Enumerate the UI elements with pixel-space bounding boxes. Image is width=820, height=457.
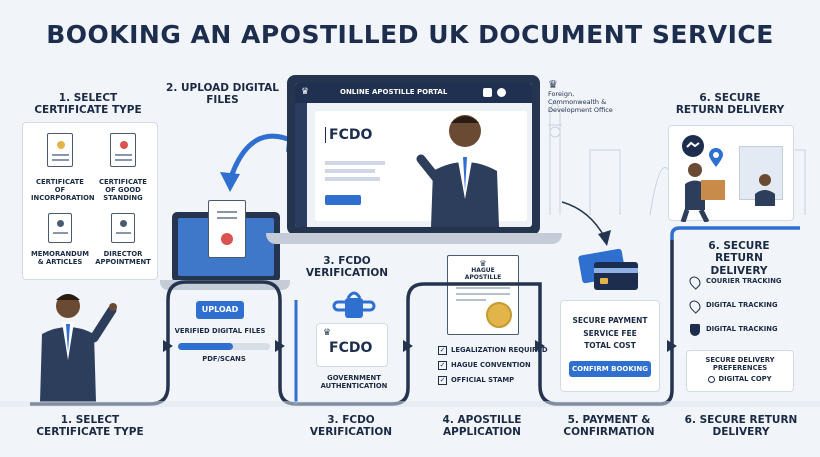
checklist-item: ✓ OFFICIAL STAMP xyxy=(438,375,515,385)
certificate-director[interactable]: DIRECTOR APPOINTMENT xyxy=(93,213,153,267)
crown-icon: ♛ xyxy=(301,87,310,97)
fcdo-verification-card: ♛ FCDO xyxy=(316,323,388,367)
step2-label: 2. UPLOAD DIGITAL FILES xyxy=(166,82,279,107)
delivery-preferences-card: SECURE DELIVERY PREFERENCES DIGITAL COPY xyxy=(686,350,794,392)
tracking-list: COURIER TRACKING DIGITAL TRACKING DIGITA… xyxy=(687,274,800,336)
fcdo-header: ♛ Foreign, Commonwealth & Development Of… xyxy=(548,78,618,115)
radio-icon xyxy=(708,376,716,384)
portal-laptop-base xyxy=(266,233,562,244)
certificate-incorporation[interactable]: CERTIFICATE OF INCORPORATION xyxy=(31,133,95,202)
hague-apostille-document: ♛ HAGUE APOSTILLE xyxy=(447,255,519,335)
shield-icon xyxy=(690,324,700,336)
tracking-item[interactable]: COURIER TRACKING xyxy=(687,274,800,290)
upload-button[interactable]: UPLOAD xyxy=(196,301,244,319)
presenter-person-illustration xyxy=(40,294,117,402)
delivery-scene xyxy=(668,125,794,222)
certificate-memorandum[interactable]: MEMORANDUM & ARTICLES xyxy=(31,213,89,267)
portal-title: ONLINE APOSTILLE PORTAL xyxy=(340,88,448,96)
handshake-icon xyxy=(682,135,704,157)
bottom-step5-label: 5. PAYMENT & CONFIRMATION xyxy=(563,414,655,439)
checkbox-icon: ✓ xyxy=(438,361,447,370)
bottom-step4-label: 4. APOSTILLE APPLICATION xyxy=(442,414,522,439)
verification-caption: GOVERNMENT AUTHENTICATION xyxy=(320,374,388,390)
portal-submit-button[interactable] xyxy=(325,195,361,205)
settings-icon[interactable] xyxy=(483,88,492,97)
user-avatar-icon[interactable] xyxy=(497,88,506,97)
payment-card: SECURE PAYMENT SERVICE FEE TOTAL COST CO… xyxy=(560,300,660,392)
tracking-item[interactable]: DIGITAL TRACKING xyxy=(690,324,800,336)
page-title: BOOKING AN APOSTILLED UK DOCUMENT SERVIC… xyxy=(46,20,774,49)
upload-progress-bar xyxy=(178,343,270,350)
portal-presenter-illustration xyxy=(416,115,499,227)
confirm-booking-button[interactable]: CONFIRM BOOKING xyxy=(569,360,651,377)
crest-icon: ♛ xyxy=(323,328,332,338)
location-pin-icon xyxy=(709,148,723,167)
portal-fcdo-logo: FCDO xyxy=(325,127,372,143)
checkbox-icon: ✓ xyxy=(438,346,447,355)
credit-cards-icon xyxy=(578,248,638,290)
step6-top-label: 6. SECURE RETURN DELIVERY xyxy=(675,92,785,117)
checklist-item: ✓ LEGALIZATION REQUIRED xyxy=(438,345,548,355)
crest-icon: ♛ xyxy=(548,78,558,91)
portal-to-payment-arrow xyxy=(561,201,611,246)
receptionist-illustration xyxy=(755,174,775,206)
step6-label: 6. SECURE RETURN DELIVERY xyxy=(708,240,770,277)
digital-copy-option[interactable]: DIGITAL COPY xyxy=(687,375,793,384)
checkbox-icon: ✓ xyxy=(438,376,447,385)
checklist-item: ✓ HAGUE CONVENTION xyxy=(438,360,531,370)
tracking-item[interactable]: DIGITAL TRACKING xyxy=(687,298,800,314)
apostille-checklist: ✓ LEGALIZATION REQUIRED ✓ HAGUE CONVENTI… xyxy=(438,346,548,385)
certificate-panel: CERTIFICATE OF INCORPORATION CERTIFICATE… xyxy=(22,122,158,280)
step1-label: 1. SELECT CERTIFICATE TYPE xyxy=(34,92,142,117)
portal-laptop: ♛ ONLINE APOSTILLE PORTAL FCDO xyxy=(287,75,540,235)
bottom-step1-label: 1. SELECT CERTIFICATE TYPE xyxy=(36,414,144,439)
laptop-base xyxy=(160,280,290,290)
bottom-step6-label: 6. SECURE RETURN DELIVERY xyxy=(684,414,798,439)
crest-icon: ♛ xyxy=(479,259,487,268)
courier-person-illustration xyxy=(680,163,725,222)
step3-label: 3. FCDO VERIFICATION xyxy=(305,255,389,280)
portal-screen: ♛ ONLINE APOSTILLE PORTAL FCDO xyxy=(295,83,532,227)
gold-seal-icon xyxy=(486,302,512,328)
portal-topbar: ♛ ONLINE APOSTILLE PORTAL xyxy=(295,83,532,103)
bottom-step3-label: 3. FCDO VERIFICATION xyxy=(309,414,393,439)
uploaded-file-icon xyxy=(208,200,246,258)
file-format-label: PDF/SCANS xyxy=(202,355,246,363)
verified-files-label: VERIFIED DIGITAL FILES xyxy=(174,327,266,335)
chain-lock-icon xyxy=(332,291,376,318)
certificate-good-standing[interactable]: CERTIFICATE OF GOOD STANDING xyxy=(93,133,153,202)
portal-sidebar xyxy=(295,103,307,227)
